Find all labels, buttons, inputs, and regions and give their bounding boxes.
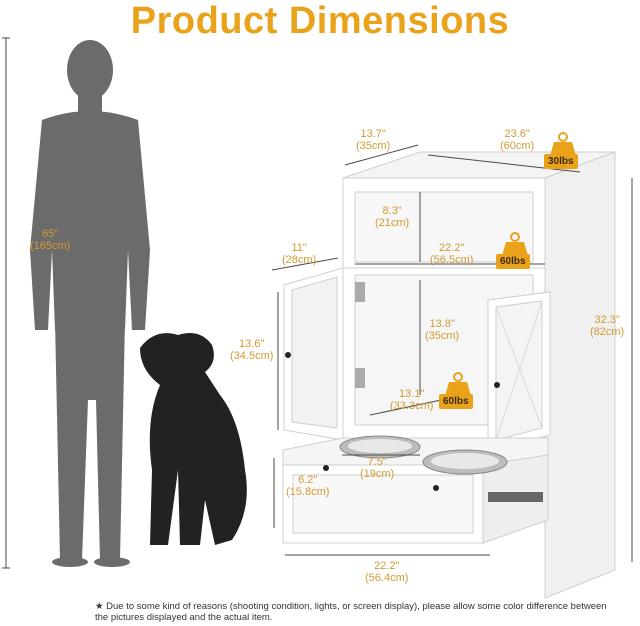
drawer-height-label: 6.2" (15.8cm) — [286, 474, 329, 498]
dim-inch: 8.3" — [382, 205, 402, 217]
dim-cm: (35cm) — [356, 140, 391, 152]
weight-badge-top: 30lbs — [544, 132, 578, 169]
weight-badge-cabinet: 60lbs — [439, 372, 473, 409]
dim-inch: 11" — [291, 242, 307, 254]
inner-depth-label: 13.1" (33.3cm) — [390, 388, 433, 412]
drawer-width-label: 22.2" (56.4cm) — [365, 560, 408, 584]
dim-cm: (165cm) — [30, 240, 71, 252]
weight-icon — [445, 372, 471, 396]
asterisk-icon: ★ — [95, 601, 107, 612]
dim-cm: (82cm) — [590, 326, 625, 338]
dim-cm: (34.5cm) — [230, 350, 274, 362]
weight-label: 60lbs — [439, 394, 473, 409]
weight-icon — [550, 132, 576, 156]
cabinet-depth-label: 11" (28cm) — [282, 242, 316, 266]
weight-label: 60lbs — [496, 254, 530, 269]
dim-cm: (33.3cm) — [390, 400, 434, 412]
dim-inch: 13.6" — [239, 338, 265, 350]
door-height-label: 13.6" (34.5cm) — [230, 338, 273, 362]
inner-height-label: 13.8" (35cm) — [425, 318, 459, 342]
person-silhouette — [30, 40, 150, 567]
dim-cm: (56.4cm) — [365, 572, 409, 584]
weight-badge-shelf: 60lbs — [496, 232, 530, 269]
inner-width-label: 22.2" (56.5cm) — [430, 242, 473, 266]
dim-cm: (21cm) — [375, 217, 410, 229]
dim-inch: 7.5" — [367, 456, 387, 468]
top-depth-label: 13.7" (35cm) — [356, 128, 390, 152]
dim-inch: 23.6" — [504, 128, 530, 140]
note-text: Due to some kind of reasons (shooting co… — [95, 601, 607, 623]
dim-inch: 6.2" — [298, 474, 318, 486]
top-width-label: 23.6" (60cm) — [500, 128, 534, 152]
cabinet-body — [282, 151, 616, 599]
bowl-spacing-label: 7.5" (19cm) — [360, 456, 394, 480]
weight-label: 30lbs — [544, 154, 578, 169]
dim-cm: (35cm) — [425, 330, 460, 342]
shelf-height-label: 8.3" (21cm) — [375, 205, 409, 229]
weight-icon — [502, 232, 528, 256]
color-disclaimer: ★ Due to some kind of reasons (shooting … — [95, 601, 615, 623]
page-title: Product Dimensions — [130, 0, 510, 42]
dog-silhouette — [140, 332, 247, 545]
dim-cm: (19cm) — [360, 468, 395, 480]
dim-inch: 13.1" — [399, 388, 425, 400]
dim-inch: 65" — [42, 228, 59, 240]
dim-inch: 13.7" — [360, 128, 386, 140]
person-height-label: 65" (165cm) — [30, 228, 70, 252]
total-height-label: 32.3" (82cm) — [590, 314, 624, 338]
dim-cm: (60cm) — [500, 140, 535, 152]
dim-inch: 32.3" — [594, 314, 620, 326]
dim-cm: (28cm) — [282, 254, 317, 266]
dim-inch: 22.2" — [439, 242, 465, 254]
dim-cm: (56.5cm) — [430, 254, 474, 266]
dim-inch: 22.2" — [374, 560, 400, 572]
dim-inch: 13.8" — [429, 318, 455, 330]
dim-cm: (15.8cm) — [286, 486, 330, 498]
